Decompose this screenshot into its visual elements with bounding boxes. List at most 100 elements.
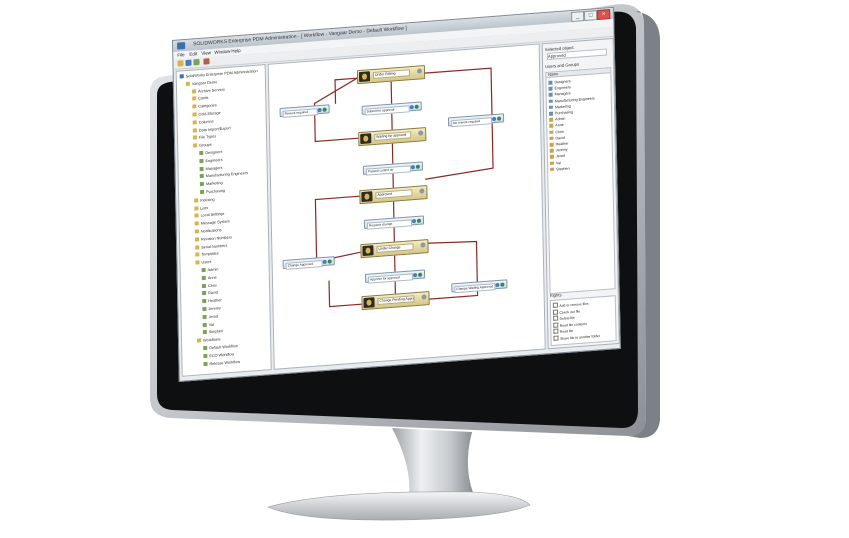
- tree-item[interactable]: Templates: [195, 251, 219, 258]
- permissions-label: Rights: [549, 292, 562, 299]
- user-item-label: Anne: [555, 123, 564, 128]
- tree-item[interactable]: Users: [195, 260, 211, 266]
- permission-checkbox[interactable]: [553, 335, 559, 341]
- user-icon: [550, 167, 555, 172]
- user-item[interactable]: Anne: [549, 123, 564, 129]
- open-icon[interactable]: [177, 60, 184, 67]
- tree-item-label: Jerod: [208, 314, 219, 319]
- menu-view[interactable]: View: [201, 50, 212, 56]
- traffic-light-icon: [361, 191, 373, 203]
- tree-item[interactable]: SolidWorks Enterprise PDM Administration: [179, 69, 258, 80]
- gear-icon: [420, 242, 426, 248]
- menu-edit[interactable]: Edit: [189, 51, 198, 57]
- folder-icon: [179, 74, 184, 79]
- tree-item[interactable]: ECO Workflow: [203, 352, 234, 359]
- menu-help[interactable]: Help: [231, 47, 241, 54]
- user-item[interactable]: Admin: [549, 117, 565, 123]
- tree-item[interactable]: David: [202, 290, 218, 296]
- tree-item[interactable]: Workflows: [197, 337, 221, 344]
- tree-item[interactable]: Chris: [201, 283, 217, 289]
- tree-item[interactable]: Jerod: [202, 314, 219, 320]
- tree-item[interactable]: Indexing: [194, 197, 215, 204]
- refresh-icon[interactable]: [193, 58, 200, 66]
- tree-item[interactable]: Message System: [194, 219, 230, 227]
- folder-icon: [192, 120, 197, 125]
- workflow-state-label: Under Change: [376, 243, 414, 253]
- permission-checkbox[interactable]: [553, 322, 559, 328]
- tree-item[interactable]: Archive Servers: [192, 87, 225, 94]
- menu-file[interactable]: File: [177, 52, 185, 58]
- permission-checkbox[interactable]: [553, 315, 559, 321]
- tree-item[interactable]: Marketing: [199, 181, 223, 188]
- delete-icon[interactable]: [203, 58, 210, 65]
- tree-item[interactable]: Columns: [192, 119, 214, 126]
- group-item-label: Engineers: [554, 85, 571, 91]
- permission-checkbox[interactable]: [552, 302, 558, 308]
- tree-item[interactable]: Lists: [194, 205, 208, 211]
- user-item[interactable]: Jeremy: [549, 147, 568, 154]
- user-icon: [549, 148, 554, 153]
- folder-icon: [195, 252, 200, 257]
- tree-item-label: Indexing: [200, 197, 215, 203]
- tree-item[interactable]: Categories: [192, 103, 217, 110]
- folder-icon: [185, 81, 190, 86]
- info-icon: [492, 116, 497, 122]
- tree-item[interactable]: Vangaar Demo: [185, 79, 217, 86]
- tree-item[interactable]: Notifications: [194, 228, 222, 235]
- folder-icon: [192, 104, 197, 109]
- menu-window[interactable]: Window: [214, 48, 231, 55]
- tree-item-label: Notifications: [200, 228, 222, 234]
- tree-item-label: Templates: [201, 251, 219, 258]
- workflow-state-label: Change Pending Approval: [377, 295, 415, 305]
- tree-item[interactable]: Heather: [202, 298, 222, 304]
- tree-item[interactable]: Data Import/Export: [192, 125, 231, 133]
- group-item[interactable]: Purchasing: [549, 110, 573, 117]
- permission-checkbox[interactable]: [552, 309, 559, 315]
- tree-item[interactable]: Stephen: [202, 329, 223, 336]
- tree-item[interactable]: Anne: [201, 275, 217, 281]
- user-item[interactable]: David: [549, 136, 565, 142]
- tree-item[interactable]: Revision Numbers: [194, 235, 233, 243]
- monitor-stand-neck: [392, 428, 476, 502]
- tree-item[interactable]: Val: [202, 322, 214, 328]
- tree-item[interactable]: File Types: [192, 134, 216, 141]
- folder-icon: [203, 361, 208, 366]
- column-header-name[interactable]: Name: [546, 68, 611, 79]
- tree-item-label: ECO Workflow: [209, 352, 235, 358]
- tree-item[interactable]: Purchasing: [200, 188, 225, 195]
- user-icon: [549, 117, 554, 122]
- gear-icon: [419, 188, 425, 194]
- folder-icon: [202, 322, 207, 327]
- user-item[interactable]: Chris: [549, 129, 564, 135]
- permission-item[interactable]: Check out file: [552, 307, 580, 315]
- tree-item[interactable]: Designers: [199, 149, 222, 156]
- tree-item[interactable]: Admin: [201, 267, 219, 273]
- folder-icon: [194, 213, 199, 218]
- tree-item[interactable]: Cards: [192, 96, 208, 102]
- folder-icon: [192, 96, 197, 101]
- folder-icon: [199, 166, 204, 171]
- arrow-icon: [415, 164, 420, 169]
- tree-item[interactable]: Serial Numbers: [195, 243, 227, 250]
- tree-item[interactable]: Cold Storage: [192, 110, 221, 117]
- user-item[interactable]: Jerod: [549, 154, 565, 160]
- save-icon[interactable]: [185, 59, 192, 67]
- folder-icon: [202, 291, 207, 296]
- tree-item[interactable]: Groups: [193, 142, 212, 148]
- tree-item-label: Chris: [207, 283, 217, 288]
- permission-checkbox[interactable]: [553, 328, 559, 334]
- tree-item[interactable]: Local Settings: [194, 212, 225, 219]
- tree-item[interactable]: Default Workflow: [203, 344, 238, 352]
- user-item[interactable]: Stephen: [550, 166, 570, 172]
- tree-item[interactable]: Jeremy: [202, 306, 221, 312]
- user-item-label: Jeremy: [555, 147, 568, 153]
- tree-item-label: Revision Numbers: [200, 235, 233, 242]
- user-item-label: Jerod: [555, 154, 565, 159]
- tree-item[interactable]: Engineers: [199, 157, 223, 164]
- tree-item-label: Serial Numbers: [201, 243, 228, 250]
- tree-item[interactable]: Release Workflow: [203, 359, 240, 367]
- user-item[interactable]: Val: [549, 161, 561, 167]
- tree-item[interactable]: Managers: [199, 165, 223, 172]
- tree-item[interactable]: Manufacturing Engineers: [199, 171, 248, 180]
